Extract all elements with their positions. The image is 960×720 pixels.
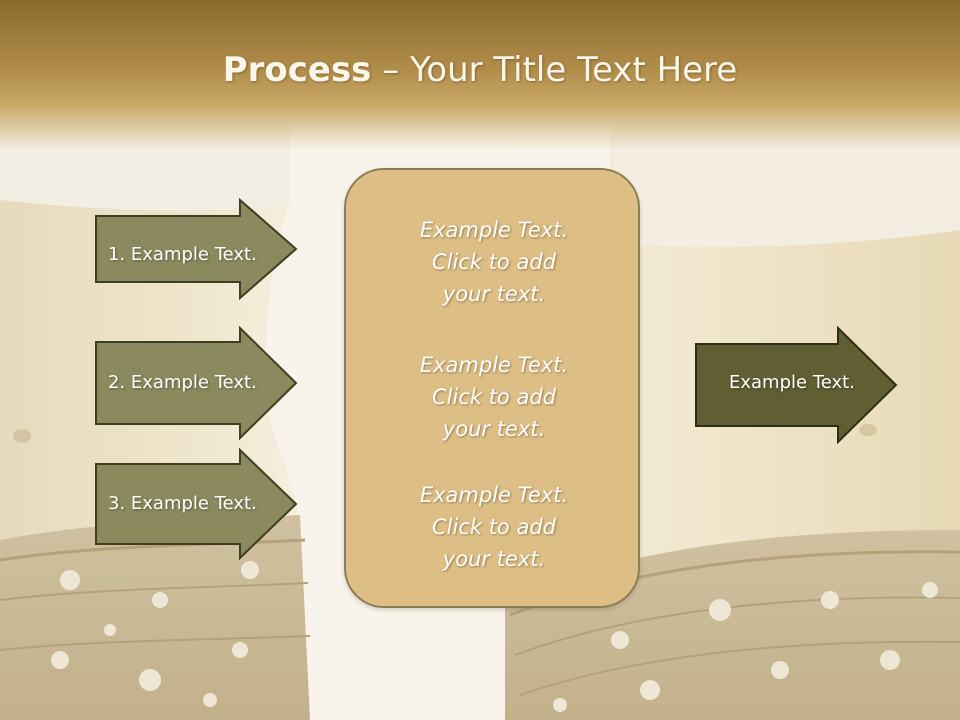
text-block-1: Example Text. Click to add your text. (346, 214, 642, 310)
center-textbox[interactable]: Example Text. Click to add your text. Ex… (344, 168, 640, 608)
step-arrow-3[interactable] (94, 448, 300, 560)
text-line: Example Text. (419, 218, 569, 242)
text-line: your text. (442, 417, 546, 441)
step-arrow-1[interactable] (94, 198, 300, 300)
slide-title[interactable]: Process – Your Title Text Here (0, 50, 960, 90)
text-line: your text. (442, 547, 546, 571)
result-label: Example Text. (729, 372, 855, 393)
step-label-3: 3. Example Text. (108, 493, 257, 514)
text-line: Example Text. (419, 353, 569, 377)
text-line: your text. (442, 282, 546, 306)
text-line: Click to add (431, 515, 556, 539)
result-arrow[interactable] (694, 326, 900, 444)
title-rest: – Your Title Text Here (371, 50, 738, 90)
text-line: Click to add (431, 385, 556, 409)
title-bold: Process (222, 50, 372, 90)
text-block-2: Example Text. Click to add your text. (346, 349, 642, 445)
step-arrow-2[interactable] (94, 326, 300, 440)
text-line: Click to add (431, 250, 556, 274)
title-bar (0, 0, 960, 150)
step-label-2: 2. Example Text. (108, 372, 257, 393)
text-line: Example Text. (419, 483, 569, 507)
step-label-1: 1. Example Text. (108, 244, 257, 265)
text-block-3: Example Text. Click to add your text. (346, 479, 642, 575)
